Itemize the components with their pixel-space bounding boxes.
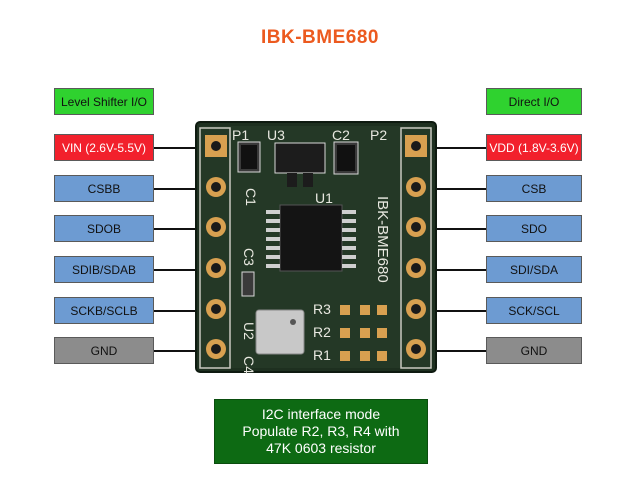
- connector-line: [430, 147, 486, 149]
- right-pin-label-sck: SCK/SCL: [486, 297, 582, 324]
- ic-pin: [342, 246, 356, 250]
- i2c-note-box: I2C interface mode Populate R2, R3, R4 w…: [214, 399, 428, 464]
- silk-u1: U1: [315, 190, 333, 206]
- ic-pin: [266, 219, 280, 223]
- pad-hole: [411, 344, 421, 354]
- ic-pin: [342, 237, 356, 241]
- silk-c3: C3: [241, 248, 257, 266]
- connector-line: [154, 228, 202, 230]
- ic-pin: [266, 237, 280, 241]
- pad-hole: [411, 141, 421, 151]
- page-title: IBK-BME680: [261, 27, 379, 48]
- pad-hole: [211, 344, 221, 354]
- right-pin-label-sdo: SDO: [486, 215, 582, 242]
- silk-r2: R2: [313, 324, 331, 340]
- left-pin-label-sckb: SCKB/SCLB: [54, 297, 154, 324]
- left-pin-label-gnd: GND: [54, 337, 154, 364]
- pad-hole: [411, 182, 421, 192]
- left-pin-pads: [205, 135, 227, 359]
- ic-u1: [266, 204, 356, 272]
- connector-line: [154, 269, 202, 271]
- right-pin-label-gnd: GND: [486, 337, 582, 364]
- pad-hole: [411, 222, 421, 232]
- capacitor-c3: [241, 271, 255, 297]
- note-line-1: I2C interface mode: [261, 406, 381, 422]
- ic-pin: [266, 246, 280, 250]
- silk-p1: P1: [232, 127, 249, 143]
- silk-u3: U3: [267, 127, 285, 143]
- connector-line: [154, 350, 202, 352]
- silk-c2: C2: [332, 127, 350, 143]
- regulator-leg: [303, 173, 313, 187]
- left-pin-label-csbb: CSBB: [54, 175, 154, 202]
- ic-pin: [266, 210, 280, 214]
- silk-board-name: IBK-BME680: [374, 196, 391, 283]
- ic-pin: [342, 228, 356, 232]
- pad-hole: [411, 304, 421, 314]
- regulator-leg: [287, 173, 297, 187]
- pad-hole: [211, 182, 221, 192]
- silk-u2: U2: [241, 322, 257, 340]
- connector-line: [430, 188, 486, 190]
- pad-hole: [211, 141, 221, 151]
- right-pin-label-vdd: VDD (1.8V-3.6V): [486, 134, 582, 161]
- capacitor-c2-body: [337, 145, 355, 171]
- connector-line: [154, 310, 202, 312]
- silk-c4: C4: [241, 356, 257, 374]
- left-pin-label-sdib: SDIB/SDAB: [54, 256, 154, 283]
- direct-io-header: Direct I/O: [486, 88, 582, 115]
- silk-r3: R3: [313, 301, 331, 317]
- connector-line: [430, 350, 486, 352]
- pad-hole: [211, 263, 221, 273]
- ic-pin: [266, 255, 280, 259]
- capacitor-c1-body: [241, 145, 257, 169]
- ic-pin: [342, 264, 356, 268]
- connector-line: [430, 269, 486, 271]
- silk-p2: P2: [370, 127, 387, 143]
- sensor-vent-hole: [290, 319, 296, 325]
- right-pin-pads: [405, 135, 427, 359]
- note-line-3: 47K 0603 resistor: [266, 440, 376, 456]
- left-pin-label-sdob: SDOB: [54, 215, 154, 242]
- connector-line: [154, 147, 202, 149]
- note-line-2: Populate R2, R3, R4 with: [242, 423, 400, 439]
- right-pin-label-csb: CSB: [486, 175, 582, 202]
- pad-hole: [411, 263, 421, 273]
- ic-u1-body: [279, 204, 343, 272]
- right-pin-label-sdi: SDI/SDA: [486, 256, 582, 283]
- ic-pin: [342, 210, 356, 214]
- ic-pin: [342, 255, 356, 259]
- left-pin-label-vin: VIN (2.6V-5.5V): [54, 134, 154, 161]
- ic-pin: [266, 264, 280, 268]
- silk-r1: R1: [313, 347, 331, 363]
- ic-pin: [342, 219, 356, 223]
- pad-hole: [211, 222, 221, 232]
- silk-c1: C1: [243, 188, 259, 206]
- resistor-pads: [340, 305, 387, 361]
- header-outline-right: [400, 127, 432, 369]
- connector-line: [430, 228, 486, 230]
- connector-line: [154, 188, 202, 190]
- ic-pin: [266, 228, 280, 232]
- regulator-u3: [274, 142, 326, 174]
- header-outline-left: [199, 127, 231, 369]
- sensor-u2: [255, 309, 305, 355]
- pad-hole: [211, 304, 221, 314]
- connector-line: [430, 310, 486, 312]
- level-shifter-header: Level Shifter I/O: [54, 88, 154, 115]
